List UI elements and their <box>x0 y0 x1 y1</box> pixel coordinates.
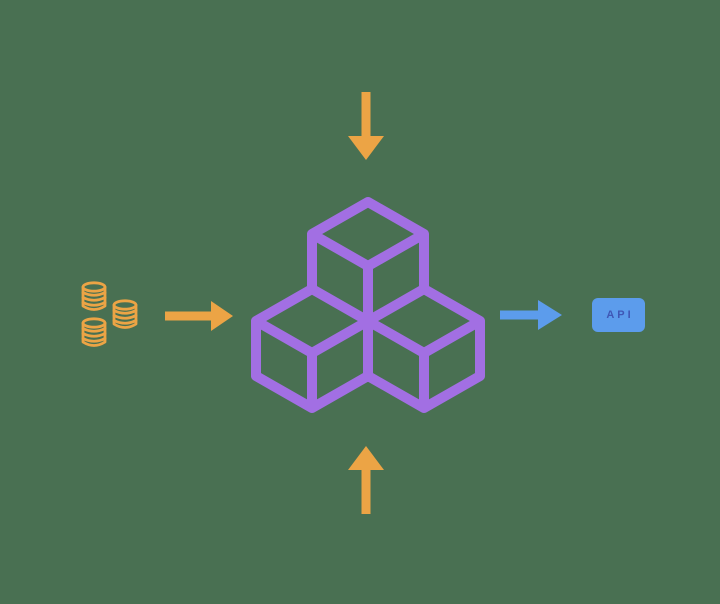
coin-stacks-icon <box>81 281 138 347</box>
cubes-icon <box>251 197 485 413</box>
api-badge-label: API <box>606 309 634 321</box>
arrow-right-output-icon <box>500 300 562 330</box>
arrow-down-icon <box>348 92 384 160</box>
arrow-right-input-icon <box>165 301 233 331</box>
api-badge: API <box>592 298 645 332</box>
arrow-up-icon <box>348 446 384 514</box>
